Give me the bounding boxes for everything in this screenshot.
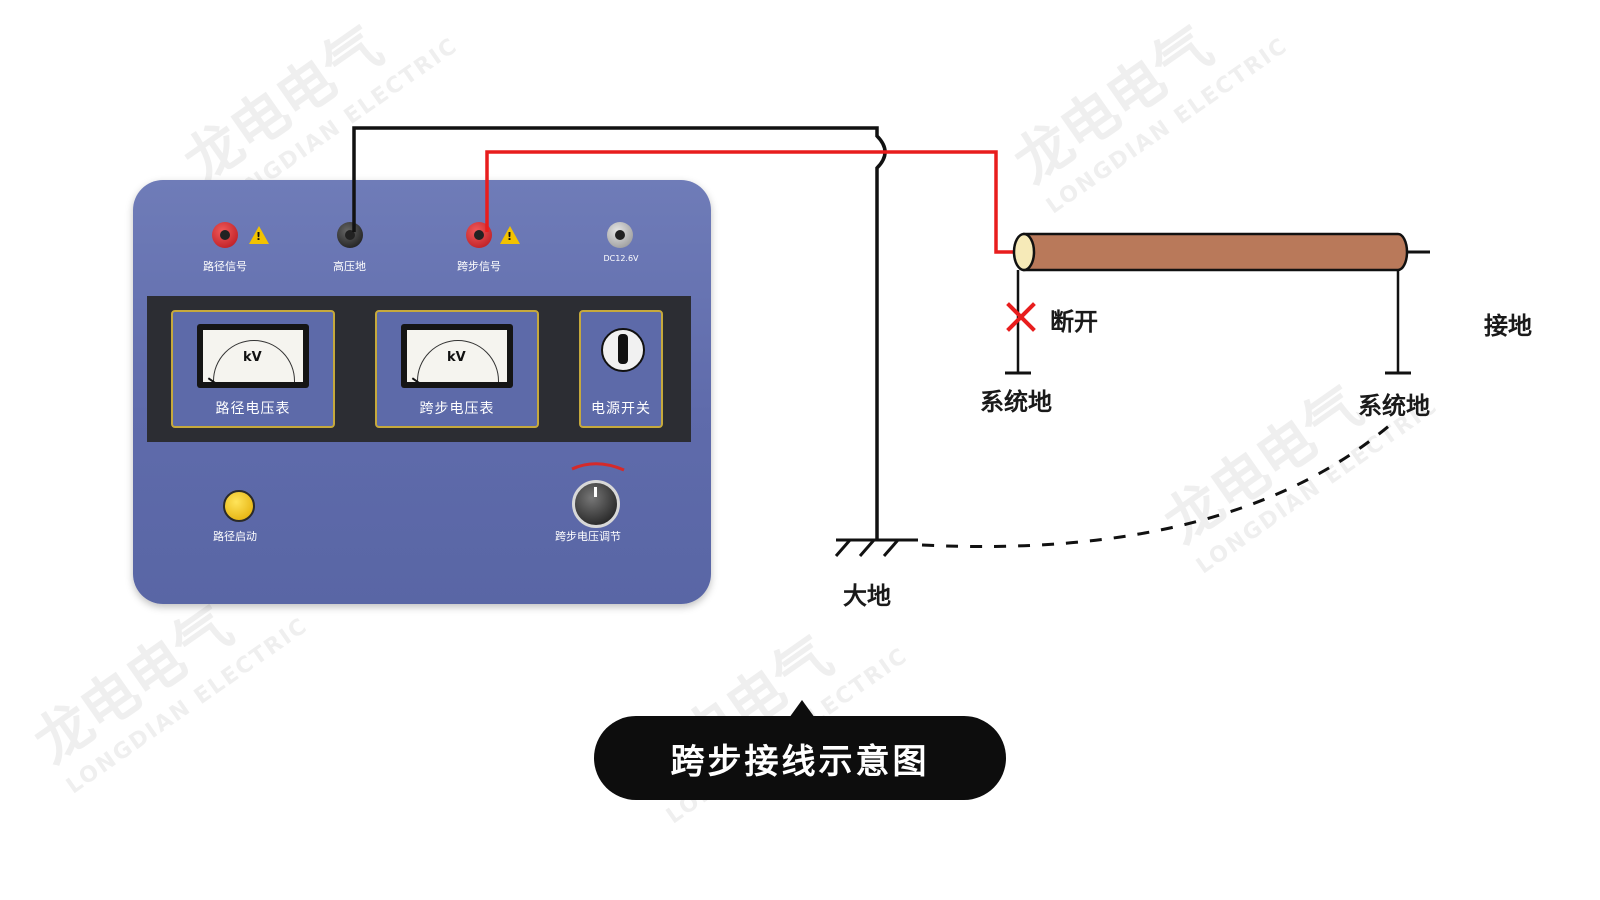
earth-return-path bbox=[921, 423, 1391, 548]
power-switch[interactable] bbox=[601, 328, 645, 372]
power-switch-box: 电源开关 bbox=[579, 310, 663, 428]
earth-label: 大地 bbox=[843, 582, 891, 610]
dc-rating-label: DC12.6V bbox=[603, 254, 639, 263]
meter-panel: kV 路径电压表 kV 跨步电压表 电源开关 bbox=[147, 296, 691, 442]
path-signal-jack[interactable] bbox=[212, 222, 238, 248]
cable-body bbox=[1022, 232, 1409, 272]
step-voltmeter: kV 跨步电压表 bbox=[375, 310, 539, 428]
path-start-label: 路径启动 bbox=[213, 530, 257, 543]
disconnect-label: 断开 bbox=[1050, 308, 1098, 336]
path-voltmeter: kV 路径电压表 bbox=[171, 310, 335, 428]
meter-unit: kV bbox=[447, 350, 466, 365]
step-signal-jack[interactable] bbox=[466, 222, 492, 248]
step-voltage-adjust-label: 跨步电压调节 bbox=[555, 530, 621, 543]
disconnect-cross-icon bbox=[1004, 300, 1038, 334]
meter-face: kV bbox=[203, 330, 303, 382]
system-ground-left-label: 系统地 bbox=[980, 388, 1052, 416]
step-voltage-knob[interactable] bbox=[572, 480, 620, 528]
high-voltage-ground-label: 高压地 bbox=[333, 260, 366, 273]
meter-unit: kV bbox=[243, 350, 262, 365]
meter-window: kV bbox=[197, 324, 309, 388]
grounded-label: 接地 bbox=[1484, 312, 1532, 340]
cable-end bbox=[1012, 232, 1036, 272]
earth-ground-symbol bbox=[834, 538, 918, 557]
warning-icon: ! bbox=[500, 226, 520, 244]
caption-text: 跨步接线示意图 bbox=[670, 741, 930, 782]
red-signal-wire bbox=[485, 150, 1014, 254]
path-signal-label: 路径信号 bbox=[203, 260, 247, 273]
path-voltmeter-label: 路径电压表 bbox=[215, 401, 291, 417]
warning-icon: ! bbox=[249, 226, 269, 244]
diagram-caption: 跨步接线示意图 bbox=[594, 716, 1006, 800]
dc-power-jack[interactable] bbox=[607, 222, 633, 248]
test-device-panel: ! 路径信号 高压地 ! 跨步信号 DC12.6V kV 路径电压表 kV bbox=[133, 180, 711, 604]
step-signal-label: 跨步信号 bbox=[457, 260, 501, 273]
device-knob-arrow bbox=[571, 462, 625, 472]
meter-window: kV bbox=[401, 324, 513, 388]
black-ground-wire bbox=[352, 126, 887, 540]
system-ground-right-label: 系统地 bbox=[1358, 392, 1430, 420]
meter-face: kV bbox=[407, 330, 507, 382]
step-voltmeter-label: 跨步电压表 bbox=[419, 401, 495, 417]
caption-pointer bbox=[789, 700, 815, 718]
cable bbox=[1012, 232, 1430, 272]
high-voltage-ground-jack[interactable] bbox=[337, 222, 363, 248]
power-switch-label: 电源开关 bbox=[591, 401, 651, 417]
path-start-button[interactable] bbox=[223, 490, 255, 522]
